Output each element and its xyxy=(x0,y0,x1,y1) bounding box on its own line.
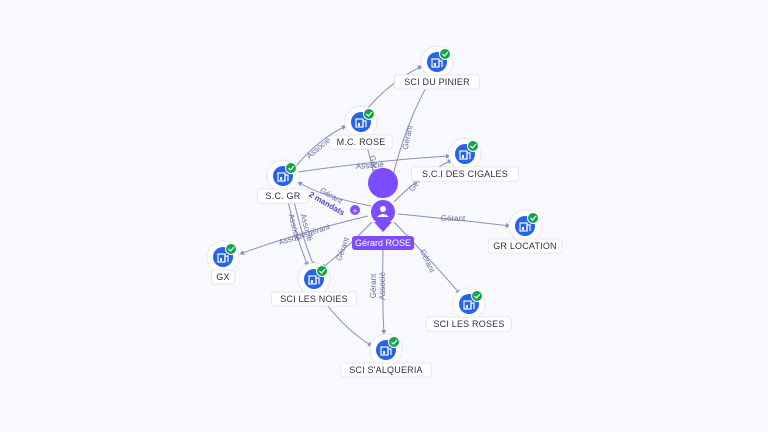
person-node[interactable]: Gérard ROSE xyxy=(352,168,414,250)
company-node-sci-les-noies[interactable]: SCI LES NOIES xyxy=(271,262,357,307)
building-icon xyxy=(217,253,229,263)
company-name: SCI DU PINIER xyxy=(404,77,470,87)
building-icon xyxy=(308,275,320,285)
edge-label: Gérant xyxy=(418,248,437,275)
company-node-sc-gr[interactable]: S.C. GR xyxy=(256,159,310,204)
node-label-bg xyxy=(394,74,480,90)
company-name: M.C. ROSE xyxy=(337,137,386,147)
check-badge-icon xyxy=(471,290,483,302)
edge-sc-gr-sci-des-cigales xyxy=(297,153,451,173)
company-name: S.C. GR xyxy=(266,191,301,201)
company-name: S.C.I DES CIGALES xyxy=(422,169,508,179)
edge-label: Gérant xyxy=(369,273,378,298)
edge-label-extra: Associé xyxy=(378,271,387,300)
check-badge-icon xyxy=(527,212,539,224)
check-badge-icon xyxy=(285,162,297,174)
node-label-bg xyxy=(256,188,310,204)
building-icon xyxy=(277,172,289,182)
check-badge-icon xyxy=(316,265,328,277)
company-node-sci-salqueria[interactable]: SCI S'ALQUERIA xyxy=(340,333,432,378)
check-badge-icon xyxy=(439,48,451,60)
company-name: SCI S'ALQUERIA xyxy=(349,365,423,375)
node-label-bg xyxy=(426,316,512,332)
node-label-bg xyxy=(271,291,357,307)
company-name: SCI LES ROSES xyxy=(433,319,504,329)
edge-person-sci-les-noies xyxy=(321,221,373,269)
check-badge-icon xyxy=(225,243,237,255)
edge-mc-rose-sci-du-pinier xyxy=(367,65,423,109)
nodes-layer: SCI DU PINIER M.C. ROSE S.C. GR S.C.I DES C… xyxy=(206,45,563,378)
company-name: GR LOCATION xyxy=(493,241,557,251)
node-label-bg xyxy=(340,362,432,378)
edge-person-sc-gr xyxy=(297,181,372,207)
node-label-bg xyxy=(487,238,563,254)
edge-label: Associé xyxy=(305,135,333,160)
company-node-gx[interactable]: GX xyxy=(206,240,240,285)
company-node-sci-les-roses[interactable]: SCI LES ROSES xyxy=(426,287,512,332)
person-name: Gérard ROSE xyxy=(355,238,411,248)
building-icon xyxy=(355,118,367,128)
building-icon xyxy=(380,346,392,356)
edge-label: Gérant xyxy=(441,214,466,223)
mandates-badge[interactable]: + xyxy=(350,205,360,215)
building-icon xyxy=(519,222,531,232)
node-label-bg xyxy=(210,269,236,285)
company-name: GX xyxy=(216,272,229,282)
edge-person-gr-location xyxy=(397,213,511,228)
edge-label: Gérant xyxy=(401,124,415,151)
edge-person-sci-les-roses xyxy=(393,221,461,295)
check-badge-icon xyxy=(388,336,400,348)
svg-text:+: + xyxy=(352,207,358,215)
edge-label: Gérant xyxy=(334,235,351,262)
company-node-sci-des-cigales[interactable]: S.C.I DES CIGALES xyxy=(410,137,520,182)
company-node-sci-du-pinier[interactable]: SCI DU PINIER xyxy=(394,45,480,90)
check-badge-icon xyxy=(363,108,375,120)
building-icon xyxy=(459,150,471,160)
check-badge-icon xyxy=(467,140,479,152)
person-icon xyxy=(377,206,389,217)
person-name-badge xyxy=(352,236,414,250)
building-icon xyxy=(463,300,475,310)
edge-sc-gr-mc-rose xyxy=(295,125,347,167)
building-icon xyxy=(431,58,443,68)
company-name: SCI LES NOIES xyxy=(280,294,348,304)
node-label-bg xyxy=(329,134,393,150)
company-node-gr-location[interactable]: GR LOCATION xyxy=(487,209,563,254)
edge-label: Associé xyxy=(356,160,385,171)
company-node-mc-rose[interactable]: M.C. ROSE xyxy=(329,105,393,150)
edge-person-sci-salqueria xyxy=(381,249,387,335)
node-label-bg xyxy=(410,166,520,182)
